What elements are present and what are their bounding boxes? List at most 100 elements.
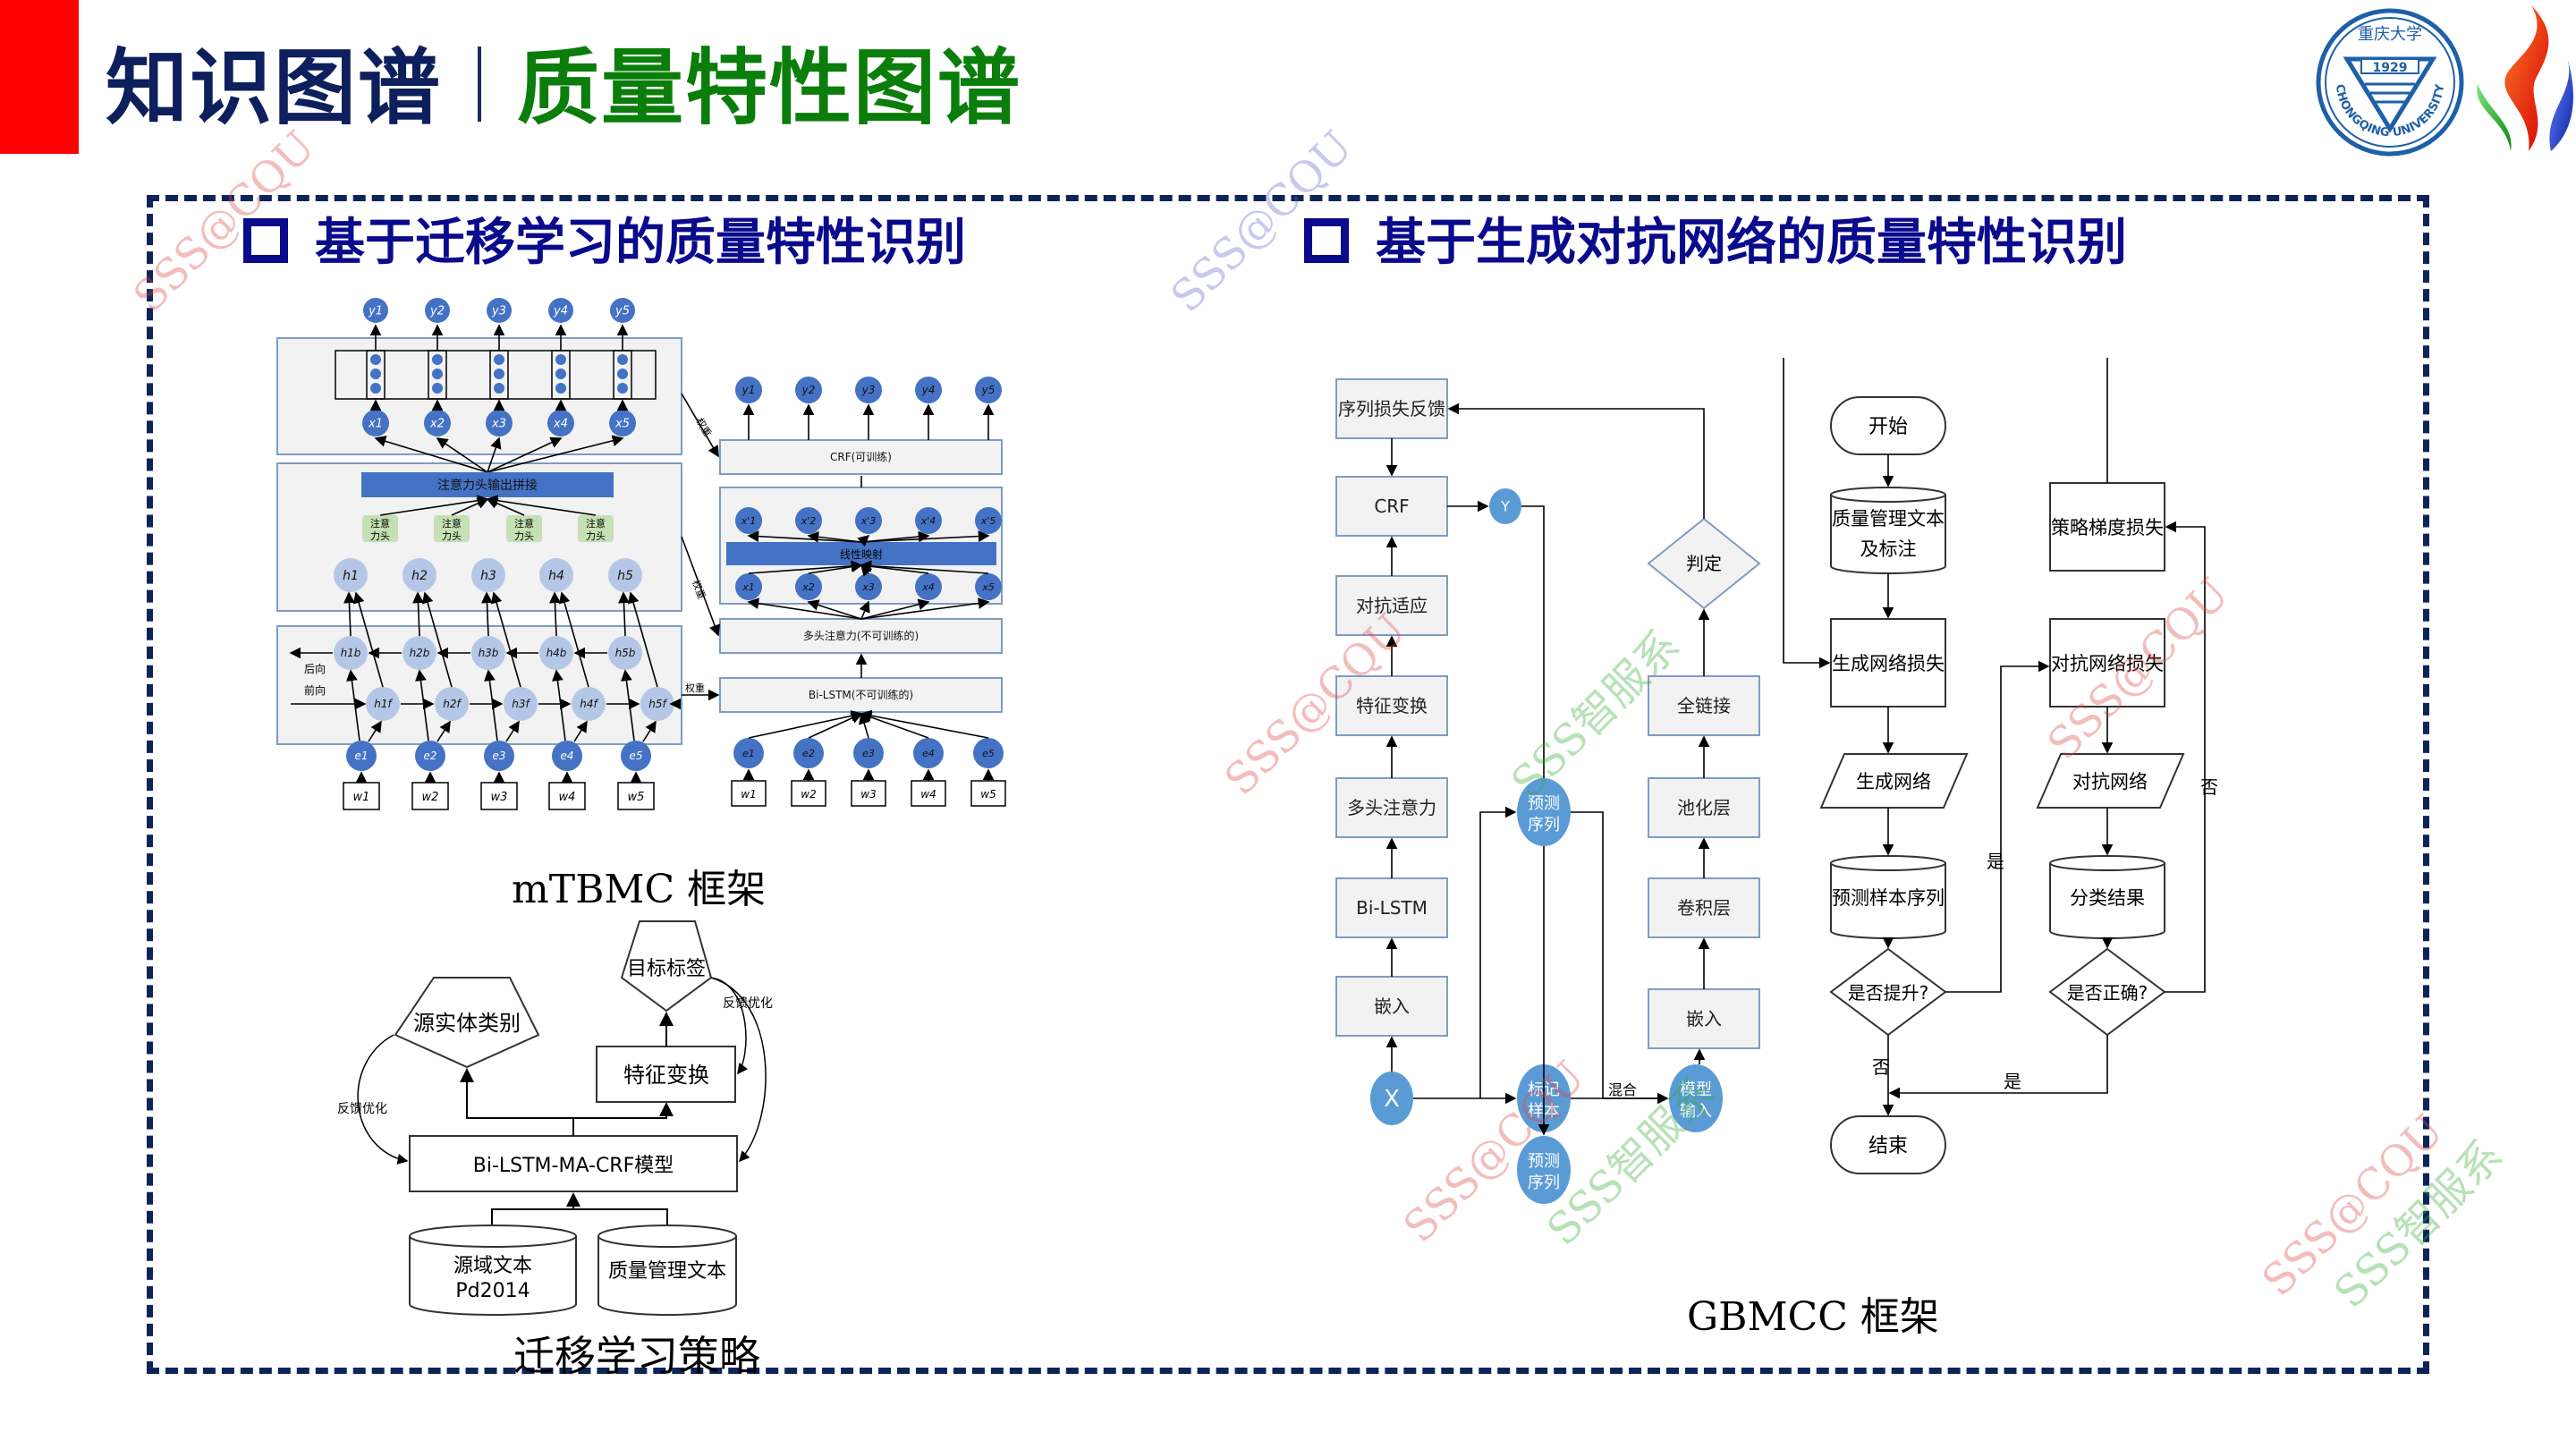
output-node bbox=[425, 298, 450, 323]
target-x-node-label: x1 bbox=[741, 581, 755, 593]
linear-out bbox=[860, 530, 990, 543]
y-to-pred bbox=[1521, 505, 1550, 1136]
w-label: w3 bbox=[491, 791, 508, 804]
embed-box bbox=[1335, 976, 1448, 1037]
pred-seq-node bbox=[1517, 1136, 1571, 1204]
x-node bbox=[609, 410, 636, 436]
output-node bbox=[610, 298, 635, 323]
head-arrow bbox=[486, 495, 597, 516]
concat-bar bbox=[361, 472, 614, 497]
e-node bbox=[552, 741, 582, 771]
transfer-caption: 迁移学习策略 bbox=[513, 1332, 760, 1380]
bilstm-in bbox=[808, 712, 863, 739]
target-w-box bbox=[970, 780, 1006, 807]
h-node bbox=[539, 558, 573, 592]
head-label-2: 力头 bbox=[442, 530, 462, 542]
qm-text-label: 质量管理文本 bbox=[608, 1260, 726, 1283]
no-label-2: 否 bbox=[2200, 776, 2218, 798]
gen-net-shape bbox=[1819, 753, 1969, 809]
target-e-node-label: e5 bbox=[982, 748, 995, 759]
yes-to-adv bbox=[1945, 660, 2050, 993]
conv-box bbox=[1648, 877, 1760, 938]
target-x-node bbox=[795, 573, 822, 600]
logo-year: 1929 bbox=[2373, 61, 2408, 75]
hb-node bbox=[334, 636, 368, 670]
x-node bbox=[547, 410, 574, 436]
head-arrow bbox=[379, 495, 489, 516]
crf-state bbox=[432, 369, 443, 379]
gen-net-shape-label: 生成网络 bbox=[1856, 771, 1931, 792]
source-class-label: 源实体类别 bbox=[413, 1011, 521, 1036]
qm-text-store bbox=[1830, 487, 1946, 574]
hb-node bbox=[402, 636, 436, 670]
pred-seq-node-label: 预测 bbox=[1528, 794, 1560, 813]
head-arrow bbox=[451, 497, 489, 516]
output-node-label: y3 bbox=[491, 305, 506, 318]
target-xp-node bbox=[735, 507, 762, 534]
mha-box bbox=[719, 618, 1003, 654]
qm-text-store-label: 及标注 bbox=[1860, 538, 1917, 560]
hf-node bbox=[504, 687, 538, 721]
fc-box-label: 全链接 bbox=[1677, 695, 1731, 716]
crf-state bbox=[494, 369, 504, 379]
linear-in bbox=[860, 560, 989, 574]
crf-state bbox=[432, 354, 443, 365]
e-node-label: e4 bbox=[560, 750, 573, 762]
mha-out bbox=[860, 598, 930, 620]
model-input-node-label: 输入 bbox=[1680, 1102, 1712, 1121]
crf-state bbox=[555, 383, 566, 394]
right-heading-text: 基于生成对抗网络的质量特性识别 bbox=[1376, 214, 2127, 272]
crf-state bbox=[555, 369, 566, 379]
target-w-box bbox=[851, 780, 886, 807]
attention-head bbox=[578, 515, 614, 542]
feedback-label-left: 反馈优化 bbox=[337, 1102, 387, 1116]
target-y-node-label: y2 bbox=[801, 384, 816, 396]
target-e-node bbox=[733, 738, 764, 768]
target-y-node bbox=[915, 377, 942, 403]
target-e-node bbox=[973, 738, 1004, 768]
transfer-learning-diagram: 源实体类别 目标标签 特征变换 Bi-LSTM-MA-CRF模型 反馈优化 反馈… bbox=[337, 920, 773, 1316]
pred-seq-node-label: 序列 bbox=[1528, 816, 1560, 835]
crf-state bbox=[370, 354, 381, 365]
fc-box bbox=[1648, 675, 1760, 736]
output-node bbox=[548, 298, 573, 323]
output-node bbox=[363, 298, 388, 323]
x-to-pred bbox=[1479, 806, 1517, 1098]
qm-text-store bbox=[597, 1224, 737, 1316]
hb-node-label: h3b bbox=[479, 647, 499, 659]
bilstm-box-label: Bi-LSTM bbox=[1356, 897, 1428, 919]
bilstm-in bbox=[748, 710, 863, 739]
head-label-2: 力头 bbox=[370, 530, 390, 542]
adv-loss-box-label: 对抗网络损失 bbox=[2051, 653, 2164, 674]
w-label: w4 bbox=[559, 791, 576, 804]
e-hf bbox=[436, 720, 451, 742]
source-text-label: 源域文本 bbox=[453, 1255, 532, 1277]
e-hf bbox=[573, 720, 588, 742]
feature-transform-box-label: 特征变换 bbox=[1356, 695, 1428, 716]
source-class-shape bbox=[394, 977, 540, 1069]
h-node bbox=[334, 558, 368, 592]
gbmcc-diagram: 序列损失反馈CRF对抗适应特征变换多头注意力Bi-LSTM嵌入YX预测序列标记样… bbox=[1335, 358, 2218, 1204]
pool-box-label: 池化层 bbox=[1677, 797, 1731, 818]
pred-to-mix bbox=[1571, 811, 1669, 1105]
attention-head bbox=[506, 515, 542, 542]
crf-state bbox=[370, 383, 381, 394]
w-label: w1 bbox=[353, 791, 370, 804]
target-y-node bbox=[975, 377, 1002, 403]
target-w-label: w3 bbox=[860, 788, 876, 801]
forward-label: 前向 bbox=[304, 683, 326, 697]
cls-result-store-top bbox=[2049, 862, 2165, 871]
accent-bar bbox=[0, 0, 79, 154]
checkbox-bullet-icon bbox=[243, 218, 288, 263]
target-x-node bbox=[855, 573, 882, 600]
w-box bbox=[343, 782, 380, 810]
hf-node bbox=[435, 687, 469, 721]
y-node bbox=[1489, 488, 1521, 524]
model-label: Bi-LSTM-MA-CRF模型 bbox=[473, 1155, 674, 1177]
w-label: w5 bbox=[628, 791, 645, 804]
target-x-node bbox=[915, 573, 942, 600]
hb-node bbox=[539, 636, 573, 670]
page-title: 知识图谱质量特性图谱 bbox=[106, 39, 1021, 138]
weight-arrow-crf bbox=[681, 393, 719, 458]
hb-node bbox=[471, 636, 505, 670]
